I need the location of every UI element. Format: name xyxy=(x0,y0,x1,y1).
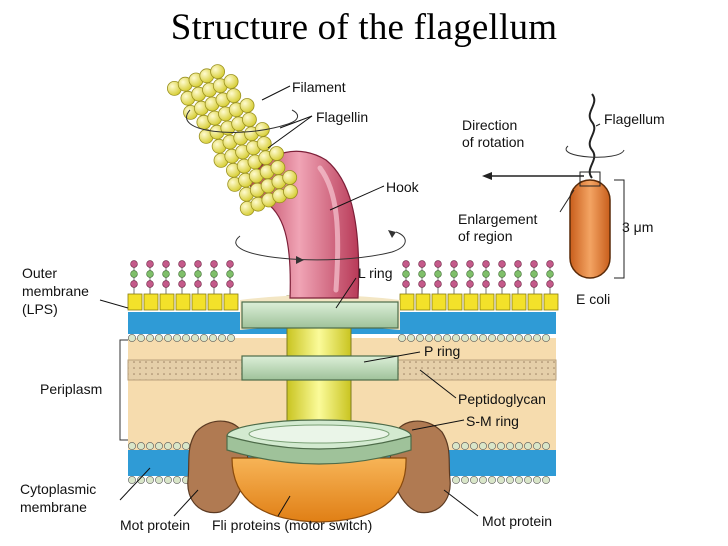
inset-scale-label: 3 μm xyxy=(622,219,653,235)
cytoplasmic-membrane-heads xyxy=(128,442,550,450)
inset-cell xyxy=(569,179,611,279)
inset-direction-2: of rotation xyxy=(462,134,524,150)
outer-membrane-lower-heads xyxy=(128,334,550,342)
label-p-ring: P ring xyxy=(424,343,460,359)
outer-membrane-heads xyxy=(127,293,559,311)
rotation-arrow-hook xyxy=(235,231,406,261)
periplasm-bracket xyxy=(119,339,128,441)
inset-direction-1: Direction xyxy=(462,117,517,133)
inset-organism: E coli xyxy=(576,291,610,307)
sm-ring xyxy=(226,419,412,465)
inset-scale-bracket xyxy=(614,179,625,279)
label-peptidoglycan: Peptidoglycan xyxy=(458,391,546,407)
label-hook: Hook xyxy=(386,179,420,195)
p-ring xyxy=(241,355,399,381)
leader-lines xyxy=(99,85,479,517)
label-cytoplasmic-1: Cytoplasmic xyxy=(20,481,96,497)
label-flagellin: Flagellin xyxy=(316,109,368,125)
diagram-title: Structure of the flagellum xyxy=(170,7,558,48)
label-outer-membrane-3: (LPS) xyxy=(22,301,58,317)
filament xyxy=(166,64,298,216)
label-cytoplasmic-2: membrane xyxy=(20,499,87,515)
label-outer-membrane-2: membrane xyxy=(22,283,89,299)
fli-proteins xyxy=(231,457,407,523)
inset-enlargement-box xyxy=(579,171,601,187)
label-fli-proteins: Fli proteins (motor switch) xyxy=(212,517,372,533)
label-outer-membrane-1: Outer xyxy=(22,265,57,281)
inset-enlargement-2: of region xyxy=(458,228,512,244)
label-periplasm: Periplasm xyxy=(40,381,102,397)
inset-flagellum-label: Flagellum xyxy=(604,111,665,127)
inset-enlargement-1: Enlargement xyxy=(458,211,537,227)
rotation-arrow-filament xyxy=(186,109,298,133)
label-sm-ring: S-M ring xyxy=(466,413,519,429)
inset-flagellum xyxy=(588,93,596,179)
lps-chains xyxy=(130,260,554,294)
label-mot-protein-left: Mot protein xyxy=(120,517,190,533)
label-l-ring: L ring xyxy=(358,265,393,281)
label-mot-protein-right: Mot protein xyxy=(482,513,552,529)
label-filament: Filament xyxy=(292,79,346,95)
l-ring xyxy=(240,295,400,330)
inset-ecoli xyxy=(482,93,625,279)
